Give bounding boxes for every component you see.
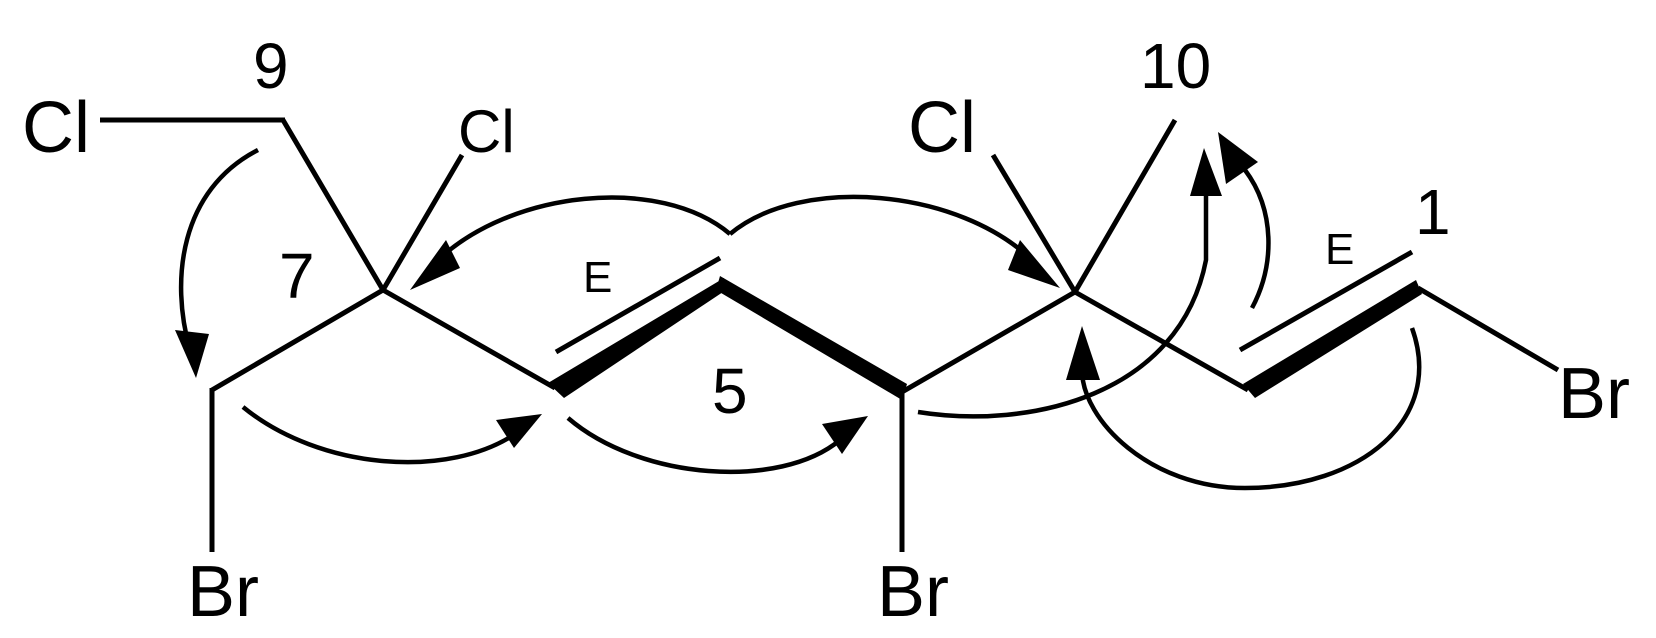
- bond-c3-c2: [1073, 289, 1250, 393]
- arrow-c7-to-c6: [241, 405, 520, 465]
- bond-c8-c7: [210, 287, 385, 393]
- arrow-c5-to-c8: [434, 195, 732, 264]
- bond-c8-cl: [380, 153, 465, 292]
- locant-10: 10: [1140, 30, 1211, 102]
- bond-c5-c4-bold: [716, 276, 907, 400]
- arrow-c9-to-c7-head: [175, 330, 209, 378]
- bond-c3-cl: [990, 153, 1078, 294]
- bond-c9-c8: [280, 118, 386, 292]
- arrow-c7-to-c6-head: [496, 414, 542, 448]
- atom-br-c7: Br: [187, 552, 259, 632]
- arrow-c5-to-c3-head: [1008, 240, 1060, 288]
- arrow-c2-to-c10-head: [1218, 132, 1258, 184]
- arrow-c4-to-c10: [917, 190, 1209, 419]
- arrow-c9-to-c7: [178, 147, 260, 351]
- arrow-c6-to-c4-head: [822, 416, 868, 454]
- arrow-c6-to-c4: [566, 416, 842, 475]
- stereo-e-c1-c2: E: [1325, 225, 1354, 274]
- bond-c8-c6: [381, 287, 557, 391]
- arrow-c4-to-c10-head: [1190, 148, 1222, 196]
- bond-c2-c1-bold: [1243, 280, 1422, 398]
- arrow-c2-to-c10: [1243, 168, 1271, 310]
- stereo-e-c5-c6: E: [583, 253, 612, 302]
- arrow-c5-to-c3: [728, 194, 1036, 264]
- atom-cl-c3: Cl: [908, 88, 976, 168]
- bond-c4-c3: [900, 289, 1077, 395]
- bond-c3-c10: [1072, 118, 1178, 294]
- bond-c6-c5-bold: [548, 278, 726, 398]
- locant-9: 9: [253, 30, 289, 102]
- bond-c2-c1-inner: [1238, 249, 1414, 353]
- atom-br-c1: Br: [1558, 354, 1630, 434]
- locant-7: 7: [279, 240, 315, 312]
- arrow-c1-to-c3-head: [1066, 326, 1100, 380]
- bond-c6-c5-inner: [554, 255, 722, 355]
- atom-cl-top-left: Cl: [22, 88, 90, 168]
- bond-c1-br: [1416, 285, 1560, 373]
- arrow-c1-to-c3: [1079, 327, 1422, 491]
- arrow-c5-to-c8-head: [410, 240, 460, 290]
- locant-5: 5: [712, 355, 748, 427]
- atom-cl-c8: Cl: [458, 98, 515, 165]
- locant-1: 1: [1415, 176, 1451, 248]
- atom-br-c4: Br: [877, 552, 949, 632]
